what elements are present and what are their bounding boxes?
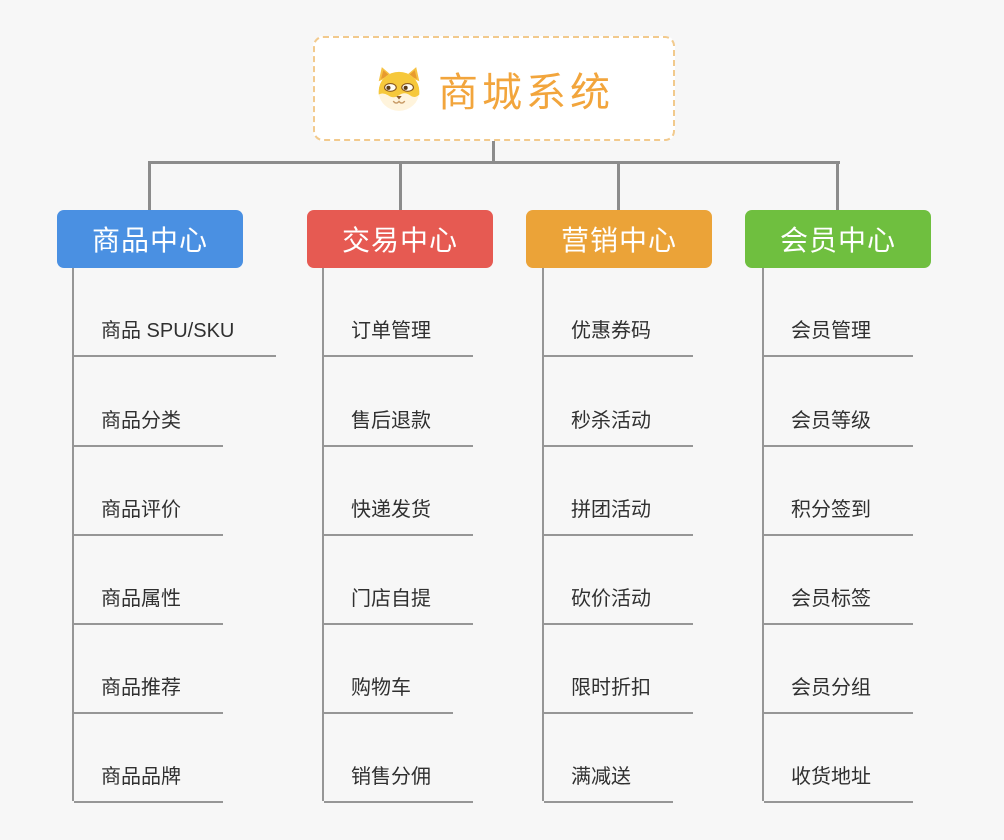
leaf-node[interactable]: 购物车 <box>324 674 453 714</box>
connector-drop-3 <box>617 161 620 210</box>
branch-children-members: 会员管理 会员等级 积分签到 会员标签 会员分组 收货地址 <box>762 268 994 803</box>
leaf-node[interactable]: 门店自提 <box>324 585 473 625</box>
leaf-node[interactable]: 积分签到 <box>764 496 913 536</box>
leaf-node[interactable]: 快递发货 <box>324 496 473 536</box>
branch-node-members[interactable]: 会员中心 <box>745 210 931 268</box>
leaf-node[interactable]: 销售分佣 <box>324 763 473 803</box>
leaf-node[interactable]: 商品属性 <box>74 585 223 625</box>
dog-face-icon <box>378 66 420 111</box>
leaf-node[interactable]: 限时折扣 <box>544 674 693 714</box>
branch-node-trade[interactable]: 交易中心 <box>307 210 493 268</box>
connector-drop-4 <box>836 161 839 210</box>
leaf-node[interactable]: 商品品牌 <box>74 763 223 803</box>
connector-drop-2 <box>399 161 402 210</box>
leaf-node[interactable]: 售后退款 <box>324 407 473 447</box>
root-node[interactable]: 商城系统 <box>313 36 675 141</box>
connector-drop-1 <box>148 161 151 210</box>
connector-trunk <box>148 161 840 164</box>
branch-node-products[interactable]: 商品中心 <box>57 210 243 268</box>
leaf-node[interactable]: 会员管理 <box>764 317 913 357</box>
branch-children-marketing: 优惠券码 秒杀活动 拼团活动 砍价活动 限时折扣 满减送 <box>542 268 774 803</box>
leaf-node[interactable]: 砍价活动 <box>544 585 693 625</box>
leaf-node[interactable]: 商品评价 <box>74 496 223 536</box>
leaf-node[interactable]: 商品分类 <box>74 407 223 447</box>
leaf-node[interactable]: 商品 SPU/SKU <box>74 317 277 357</box>
leaf-node[interactable]: 秒杀活动 <box>544 407 693 447</box>
leaf-node[interactable]: 优惠券码 <box>544 317 693 357</box>
leaf-node[interactable]: 会员分组 <box>764 674 913 714</box>
leaf-node[interactable]: 拼团活动 <box>544 496 693 536</box>
root-title: 商城系统 <box>438 70 614 115</box>
leaf-node[interactable]: 会员等级 <box>764 407 913 447</box>
leaf-node[interactable]: 满减送 <box>544 763 673 803</box>
leaf-node[interactable]: 会员标签 <box>764 585 913 625</box>
leaf-node[interactable]: 收货地址 <box>764 763 913 803</box>
branch-children-trade: 订单管理 售后退款 快递发货 门店自提 购物车 销售分佣 <box>322 268 554 803</box>
connector-root-stub <box>492 141 495 163</box>
leaf-node[interactable]: 商品推荐 <box>74 674 223 714</box>
branch-children-products: 商品 SPU/SKU 商品分类 商品评价 商品属性 商品推荐 商品品牌 <box>72 268 304 803</box>
branch-node-marketing[interactable]: 营销中心 <box>526 210 712 268</box>
leaf-node[interactable]: 订单管理 <box>324 317 473 357</box>
